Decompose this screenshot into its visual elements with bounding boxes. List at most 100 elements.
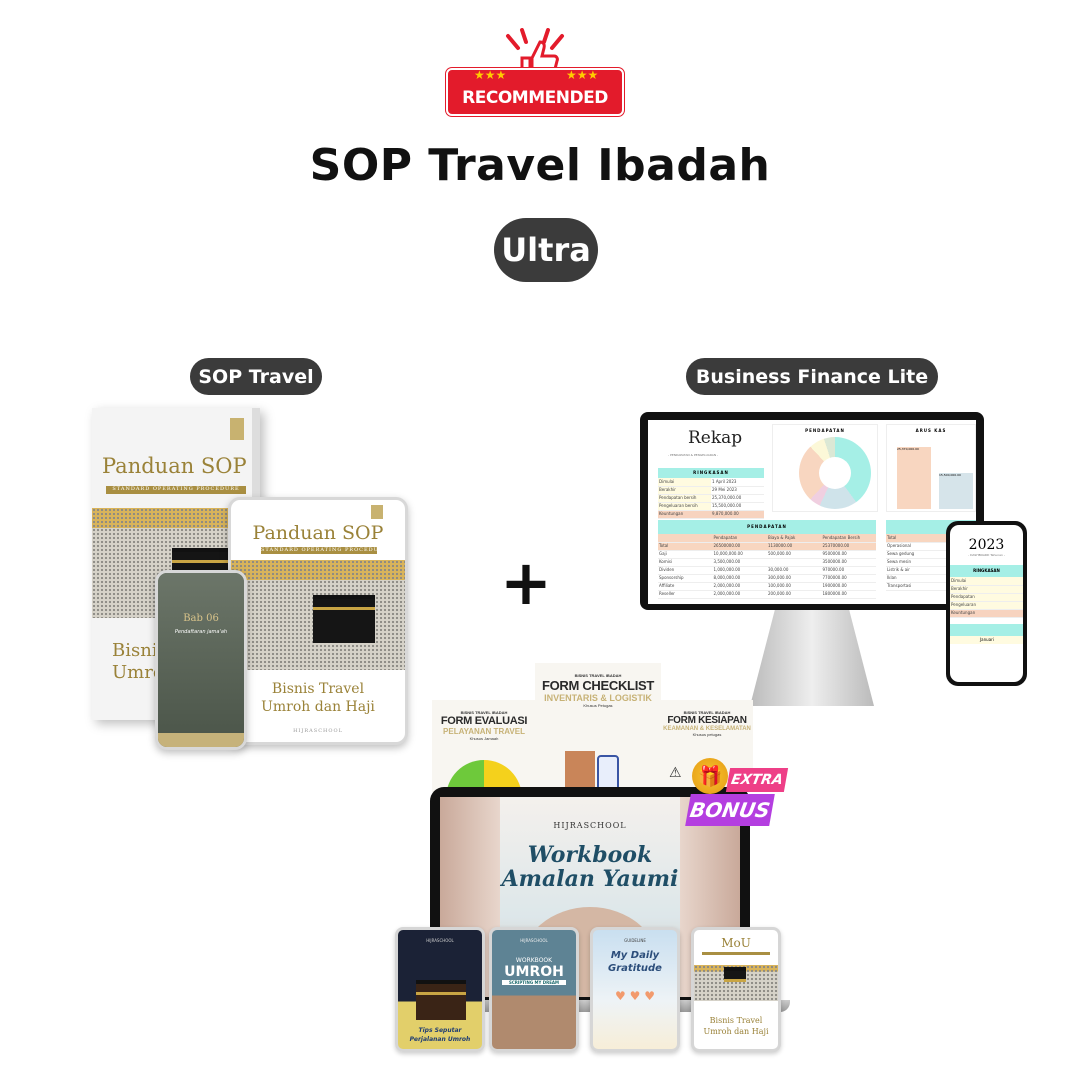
finance-expense_rows-6: Transportasi: [886, 582, 976, 591]
finance-subtitle: - PENDAPATAN & PENGELUARAN -: [668, 453, 719, 457]
finance-income_rows-6-1: 2,000,000.00: [712, 590, 767, 599]
cards-2-line1: My Daily: [610, 950, 660, 961]
finance-phone_rows-3: Pengeluaran: [950, 601, 1023, 610]
forms-0-note: Khusus Jamaah: [469, 736, 499, 741]
sop-tablet: Panduan SOP STANDARD OPERATING PROCEDURE…: [228, 497, 408, 745]
badge-label: RECOMMENDED: [462, 88, 608, 108]
decoration: Operasional: [886, 542, 976, 551]
forms-2-kicker: BISNIS TRAVEL IBADAH: [683, 710, 731, 715]
phone-checklist-icon: [597, 755, 619, 791]
book-title: Panduan SOP: [102, 454, 247, 478]
plus-sign: +: [500, 546, 552, 619]
finance-income_rows-5-0: Affiliate: [658, 582, 713, 591]
decoration: Total: [886, 534, 976, 543]
finance-income_cols-2: Biaya & Pajak: [767, 534, 822, 543]
finance-expense_rows-5: Iklan: [886, 574, 976, 583]
finance-income_rows-2-3: 3500000.00: [821, 558, 876, 567]
finance-donut_title: PENDAPATAN: [805, 428, 845, 433]
cards-3-line1: Bisnis Travel: [709, 1016, 763, 1025]
finance-monitor: Rekap - PENDAPATAN & PENGELUARAN - RINGK…: [640, 412, 984, 610]
finance-summary-4-2: 9,870,000.00: [711, 510, 764, 519]
finance-expense_rows-0: Total: [886, 534, 976, 543]
finance-income_rows-4-1: 8,000,000.00: [712, 574, 767, 583]
finance-summary-2-2: 25,370,000.00: [711, 494, 764, 503]
cards-3-line2: Umroh dan Haji: [703, 1027, 769, 1036]
sop_book-subtitle: STANDARD OPERATING PROCEDURE: [261, 547, 377, 554]
finance-phone_rows-0: Dimulai: [950, 577, 1023, 586]
finance-summary-1-0: Berakhir: [658, 486, 711, 495]
finance-phone: 2023 - DASHBOARD Tahunan - RINGKASAN Dim…: [946, 521, 1027, 686]
decoration: [446, 68, 624, 116]
finance-income_cols-3: Pendapatan Bersih: [821, 534, 876, 543]
cards-2-brand: GUIDELINE: [624, 938, 646, 943]
finance-income_rows-6-0: Reseller: [658, 590, 713, 599]
sop_book-title: Panduan SOP: [252, 522, 384, 544]
tier-pill: Ultra: [494, 218, 598, 282]
finance-income_rows-4-2: 300,000.00: [767, 574, 822, 583]
finance-phone_month: Januari: [950, 635, 1023, 644]
decoration: [520, 28, 528, 44]
decoration: [158, 573, 244, 733]
product-label-business-finance: Business Finance Lite: [686, 358, 938, 395]
finance-expense_rows-4: Listrik & air: [886, 566, 976, 575]
cards-1-kicker: WORKBOOK: [515, 957, 553, 964]
finance-phone_rows-2: Pendapatan: [950, 593, 1023, 602]
finance-summary-0-0: Dimulai: [658, 478, 711, 487]
bonus-label: BONUS: [685, 794, 775, 826]
decoration: Pengeluaran: [950, 601, 1023, 610]
forms-0-kicker: BISNIS TRAVEL IBADAH: [460, 710, 508, 715]
forms-2-title: FORM KESIAPAN: [667, 715, 747, 726]
finance-income_rows-3-2: 30,000.00: [767, 566, 822, 575]
finance-income_rows-1-2: 500,000.00: [767, 550, 822, 559]
finance-phone_summary: RINGKASAN: [950, 565, 1023, 577]
decoration: [313, 595, 375, 643]
finance-cash_title: ARUS KAS: [915, 428, 947, 433]
workbook-umroh: HIJRASCHOOL WORKBOOK UMROH SCRIPTING MY …: [489, 927, 579, 1052]
cards-1-tag: SCRIPTING MY DREAM: [502, 980, 566, 985]
finance-income_rows-3-0: Dividen: [658, 566, 713, 575]
finance-summary-2-0: Pendapatan bersih: [658, 494, 711, 503]
decoration: Pendapatan: [950, 593, 1023, 602]
finance-income_rows-6-3: 1800000.00: [821, 590, 876, 599]
monitor-stand: [750, 610, 874, 706]
bonus-extra: EXTRA: [725, 768, 789, 792]
decoration: [694, 965, 778, 1001]
finance-income_rows-0-1: 26500000.00: [712, 542, 767, 551]
finance-expense_rows-1: Operasional: [886, 542, 976, 551]
finance-phone_subtitle: - DASHBOARD Tahunan -: [968, 553, 1005, 557]
finance-income_rows-1-0: Gaji: [658, 550, 713, 559]
finance-income_rows-5-1: 2,000,000.00: [712, 582, 767, 591]
finance-income_rows-2-1: 3,500,000.00: [712, 558, 767, 567]
decoration: Keuntungan: [950, 609, 1023, 618]
forms-1-note: Khusus Petugas: [583, 703, 613, 708]
stars-left: ★★★: [474, 68, 507, 82]
boxes-icon: [565, 751, 595, 793]
product-label-sop-travel: SOP Travel: [190, 358, 322, 395]
recommended-badge: ★★★ ★★★ RECOMMENDED: [446, 28, 624, 116]
finance-expense_rows-3: Sewa mesin: [886, 558, 976, 567]
finance-summary-1-2: 29 Mei 2023: [711, 486, 764, 495]
cards-1-title: UMROH: [504, 964, 564, 980]
finance-summary-3-2: 15,500,000.00: [711, 502, 764, 511]
finance-income_rows-1-3: 9500000.00: [821, 550, 876, 559]
finance-income_rows-4-0: Sponsorship: [658, 574, 713, 583]
form-evaluasi-subtitle: PELAYANAN TRAVEL: [443, 727, 525, 736]
finance-income_rows-5-2: 100,000.00: [767, 582, 822, 591]
stars-right: ★★★: [566, 68, 599, 82]
finance-income_rows-4-3: 7700000.00: [821, 574, 876, 583]
decoration: [702, 952, 770, 955]
decoration: [506, 28, 564, 50]
finance-income_rows-0-2: 1130000.00: [767, 542, 822, 551]
finance-summary-3-0: Pengeluaran bersih: [658, 502, 711, 511]
